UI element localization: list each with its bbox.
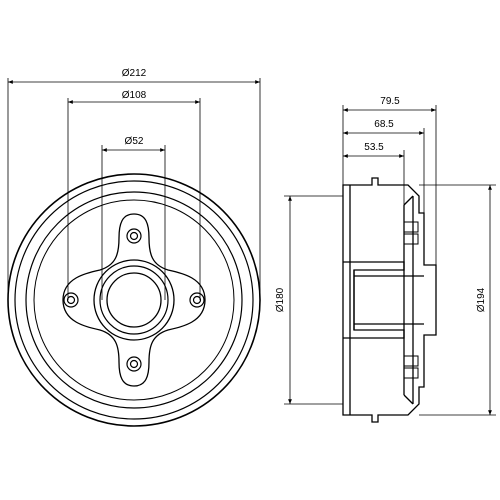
dim-label-height-to-hub: 53.5 — [364, 142, 384, 153]
drum-braking-surface — [25, 191, 243, 409]
stud-hole-bottom — [126, 356, 142, 372]
hub-outer-ring — [93, 259, 175, 341]
dim-label-bolt-circle: Ø108 — [122, 90, 147, 101]
front-view-dimensions — [7, 78, 261, 300]
hub-section — [343, 261, 405, 339]
dim-label-height-to-flange: 68.5 — [374, 119, 394, 130]
dim-label-drum-outer-diameter: Ø194 — [476, 287, 487, 312]
stud-hole-top-inner — [129, 231, 139, 241]
hub-inner-ring — [99, 265, 169, 335]
drum-rim-inner-edge — [14, 180, 254, 420]
flange-step-bottom — [403, 394, 414, 405]
side-view — [342, 177, 437, 423]
stud-section-bottom-lower — [403, 367, 419, 379]
stud-hole-bottom-inner — [129, 359, 139, 369]
front-view — [7, 173, 261, 427]
hub-flange — [62, 213, 206, 387]
front-view-dimension-labels: Ø212 Ø108 Ø52 — [122, 68, 147, 147]
stud-hole-top — [126, 228, 142, 244]
stud-section-top-lower — [403, 233, 419, 245]
side-view-dimensions — [284, 105, 496, 416]
stud-section-top-upper — [403, 221, 419, 233]
dim-label-hub-bore: Ø52 — [125, 136, 144, 147]
drum-face-circle — [33, 199, 235, 401]
drum-section-outline — [342, 177, 437, 423]
stud-hole-right-inner — [192, 295, 202, 305]
hub-bore — [106, 272, 162, 328]
dim-label-overall-height: 79.5 — [380, 96, 400, 107]
stud-hole-left — [63, 292, 79, 308]
stud-hole-left-inner — [66, 295, 76, 305]
dim-label-drum-inner-diameter: Ø180 — [275, 287, 286, 312]
side-view-dimension-labels: 79.5 68.5 53.5 Ø180 Ø194 — [275, 96, 487, 312]
stud-sections — [403, 221, 419, 379]
stud-hole-right — [189, 292, 205, 308]
dim-label-outer-diameter: Ø212 — [122, 68, 147, 79]
wheel-stud-holes — [63, 228, 205, 372]
stud-section-bottom-upper — [403, 355, 419, 367]
flange-step-top — [403, 195, 414, 206]
